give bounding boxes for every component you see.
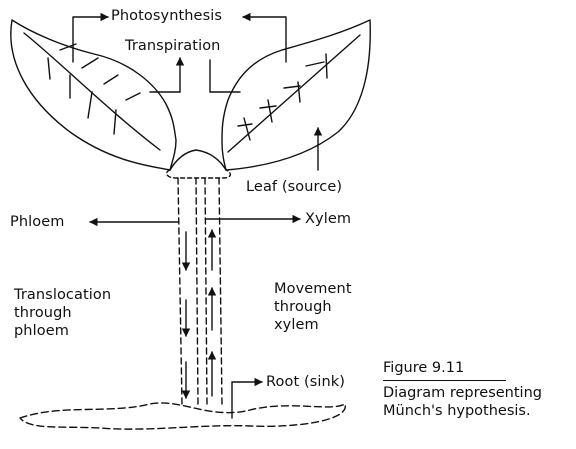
label-root-sink: Root (sink) <box>266 374 346 390</box>
left-leaf <box>10 19 177 171</box>
phloem-tube <box>177 177 183 405</box>
label-leaf-source: Leaf (source) <box>246 179 343 195</box>
caption-line-1: Diagram representing <box>383 385 542 401</box>
label-phloem: Phloem <box>10 214 65 230</box>
caption-figure-number: Figure 9.11 <box>383 359 507 381</box>
label-movement-line-3: xylem <box>274 317 319 333</box>
apical-bud <box>169 149 227 171</box>
xylem-tube <box>204 177 208 405</box>
label-translocation-line-1: Translocation <box>14 287 112 303</box>
caption-line-2: Münch's hypothesis. <box>383 403 531 419</box>
label-movement-line-2: through <box>274 299 332 315</box>
label-translocation-line-2: through <box>14 305 72 321</box>
label-photosynthesis: Photosynthesis <box>111 8 223 24</box>
figure-caption: Figure 9.11 Diagram representing Münch's… <box>383 357 573 420</box>
left-leaf-midrib <box>23 32 161 151</box>
label-transpiration: Transpiration <box>125 38 221 54</box>
label-movement-line-1: Movement <box>274 281 352 297</box>
label-xylem: Xylem <box>305 211 352 227</box>
right-leaf-midrib <box>227 34 361 153</box>
right-leaf <box>221 19 371 171</box>
ground-line <box>19 402 346 430</box>
label-translocation-line-3: phloem <box>14 323 69 339</box>
